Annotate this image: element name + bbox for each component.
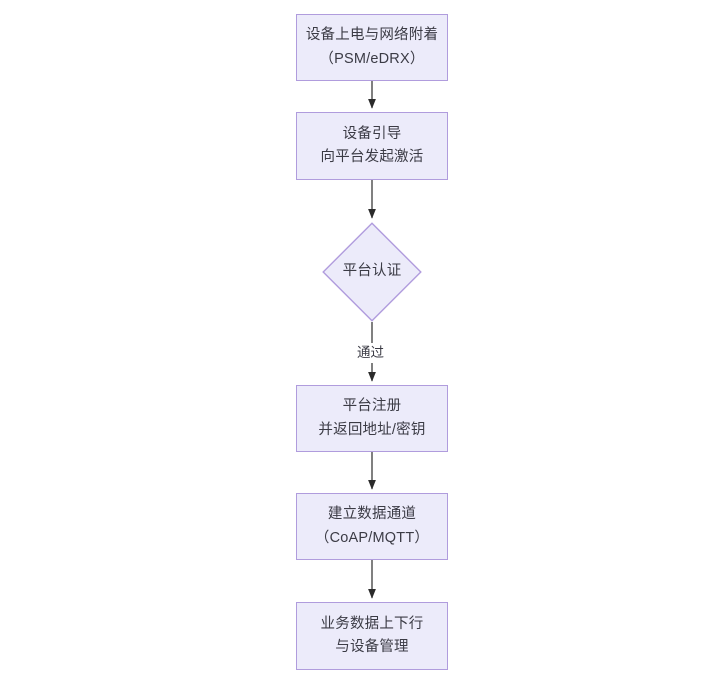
- node-device-bootstrap[interactable]: 设备引导 向平台发起激活: [296, 112, 448, 180]
- node-platform-auth[interactable]: 平台认证: [322, 222, 422, 322]
- node-power-on[interactable]: 设备上电与网络附着 （PSM/eDRX）: [296, 14, 448, 81]
- node-data-channel-line-2: （CoAP/MQTT）: [314, 529, 430, 546]
- diamond-shape-icon: [322, 222, 422, 322]
- node-business-data-text: 业务数据上下行 与设备管理: [321, 613, 424, 660]
- node-data-channel-line-1: 建立数据通道: [327, 506, 417, 523]
- node-device-bootstrap-line-1: 设备引导: [342, 125, 402, 142]
- node-business-data-line-2: 与设备管理: [335, 639, 409, 655]
- node-platform-register[interactable]: 平台注册 并返回地址/密钥: [296, 385, 448, 452]
- node-platform-auth-text: 平台认证: [343, 260, 402, 283]
- edge-label-pass: 通过: [354, 343, 387, 363]
- node-platform-auth-line-1: 平台认证: [342, 263, 402, 280]
- node-business-data-line-1: 业务数据上下行: [320, 615, 424, 632]
- node-data-channel[interactable]: 建立数据通道 （CoAP/MQTT）: [296, 493, 448, 560]
- node-data-channel-text: 建立数据通道 （CoAP/MQTT）: [315, 503, 429, 550]
- node-power-on-line-1: 设备上电与网络附着: [305, 27, 439, 44]
- node-power-on-text: 设备上电与网络附着 （PSM/eDRX）: [306, 24, 438, 71]
- node-platform-register-line-1: 平台注册: [342, 398, 402, 415]
- node-business-data[interactable]: 业务数据上下行 与设备管理: [296, 602, 448, 670]
- node-device-bootstrap-text: 设备引导 向平台发起激活: [321, 123, 424, 170]
- node-power-on-line-2: （PSM/eDRX）: [319, 50, 425, 67]
- node-platform-register-text: 平台注册 并返回地址/密钥: [318, 395, 425, 442]
- node-device-bootstrap-line-2: 向平台发起激活: [320, 149, 424, 165]
- node-platform-register-line-2: 并返回地址/密钥: [318, 421, 426, 438]
